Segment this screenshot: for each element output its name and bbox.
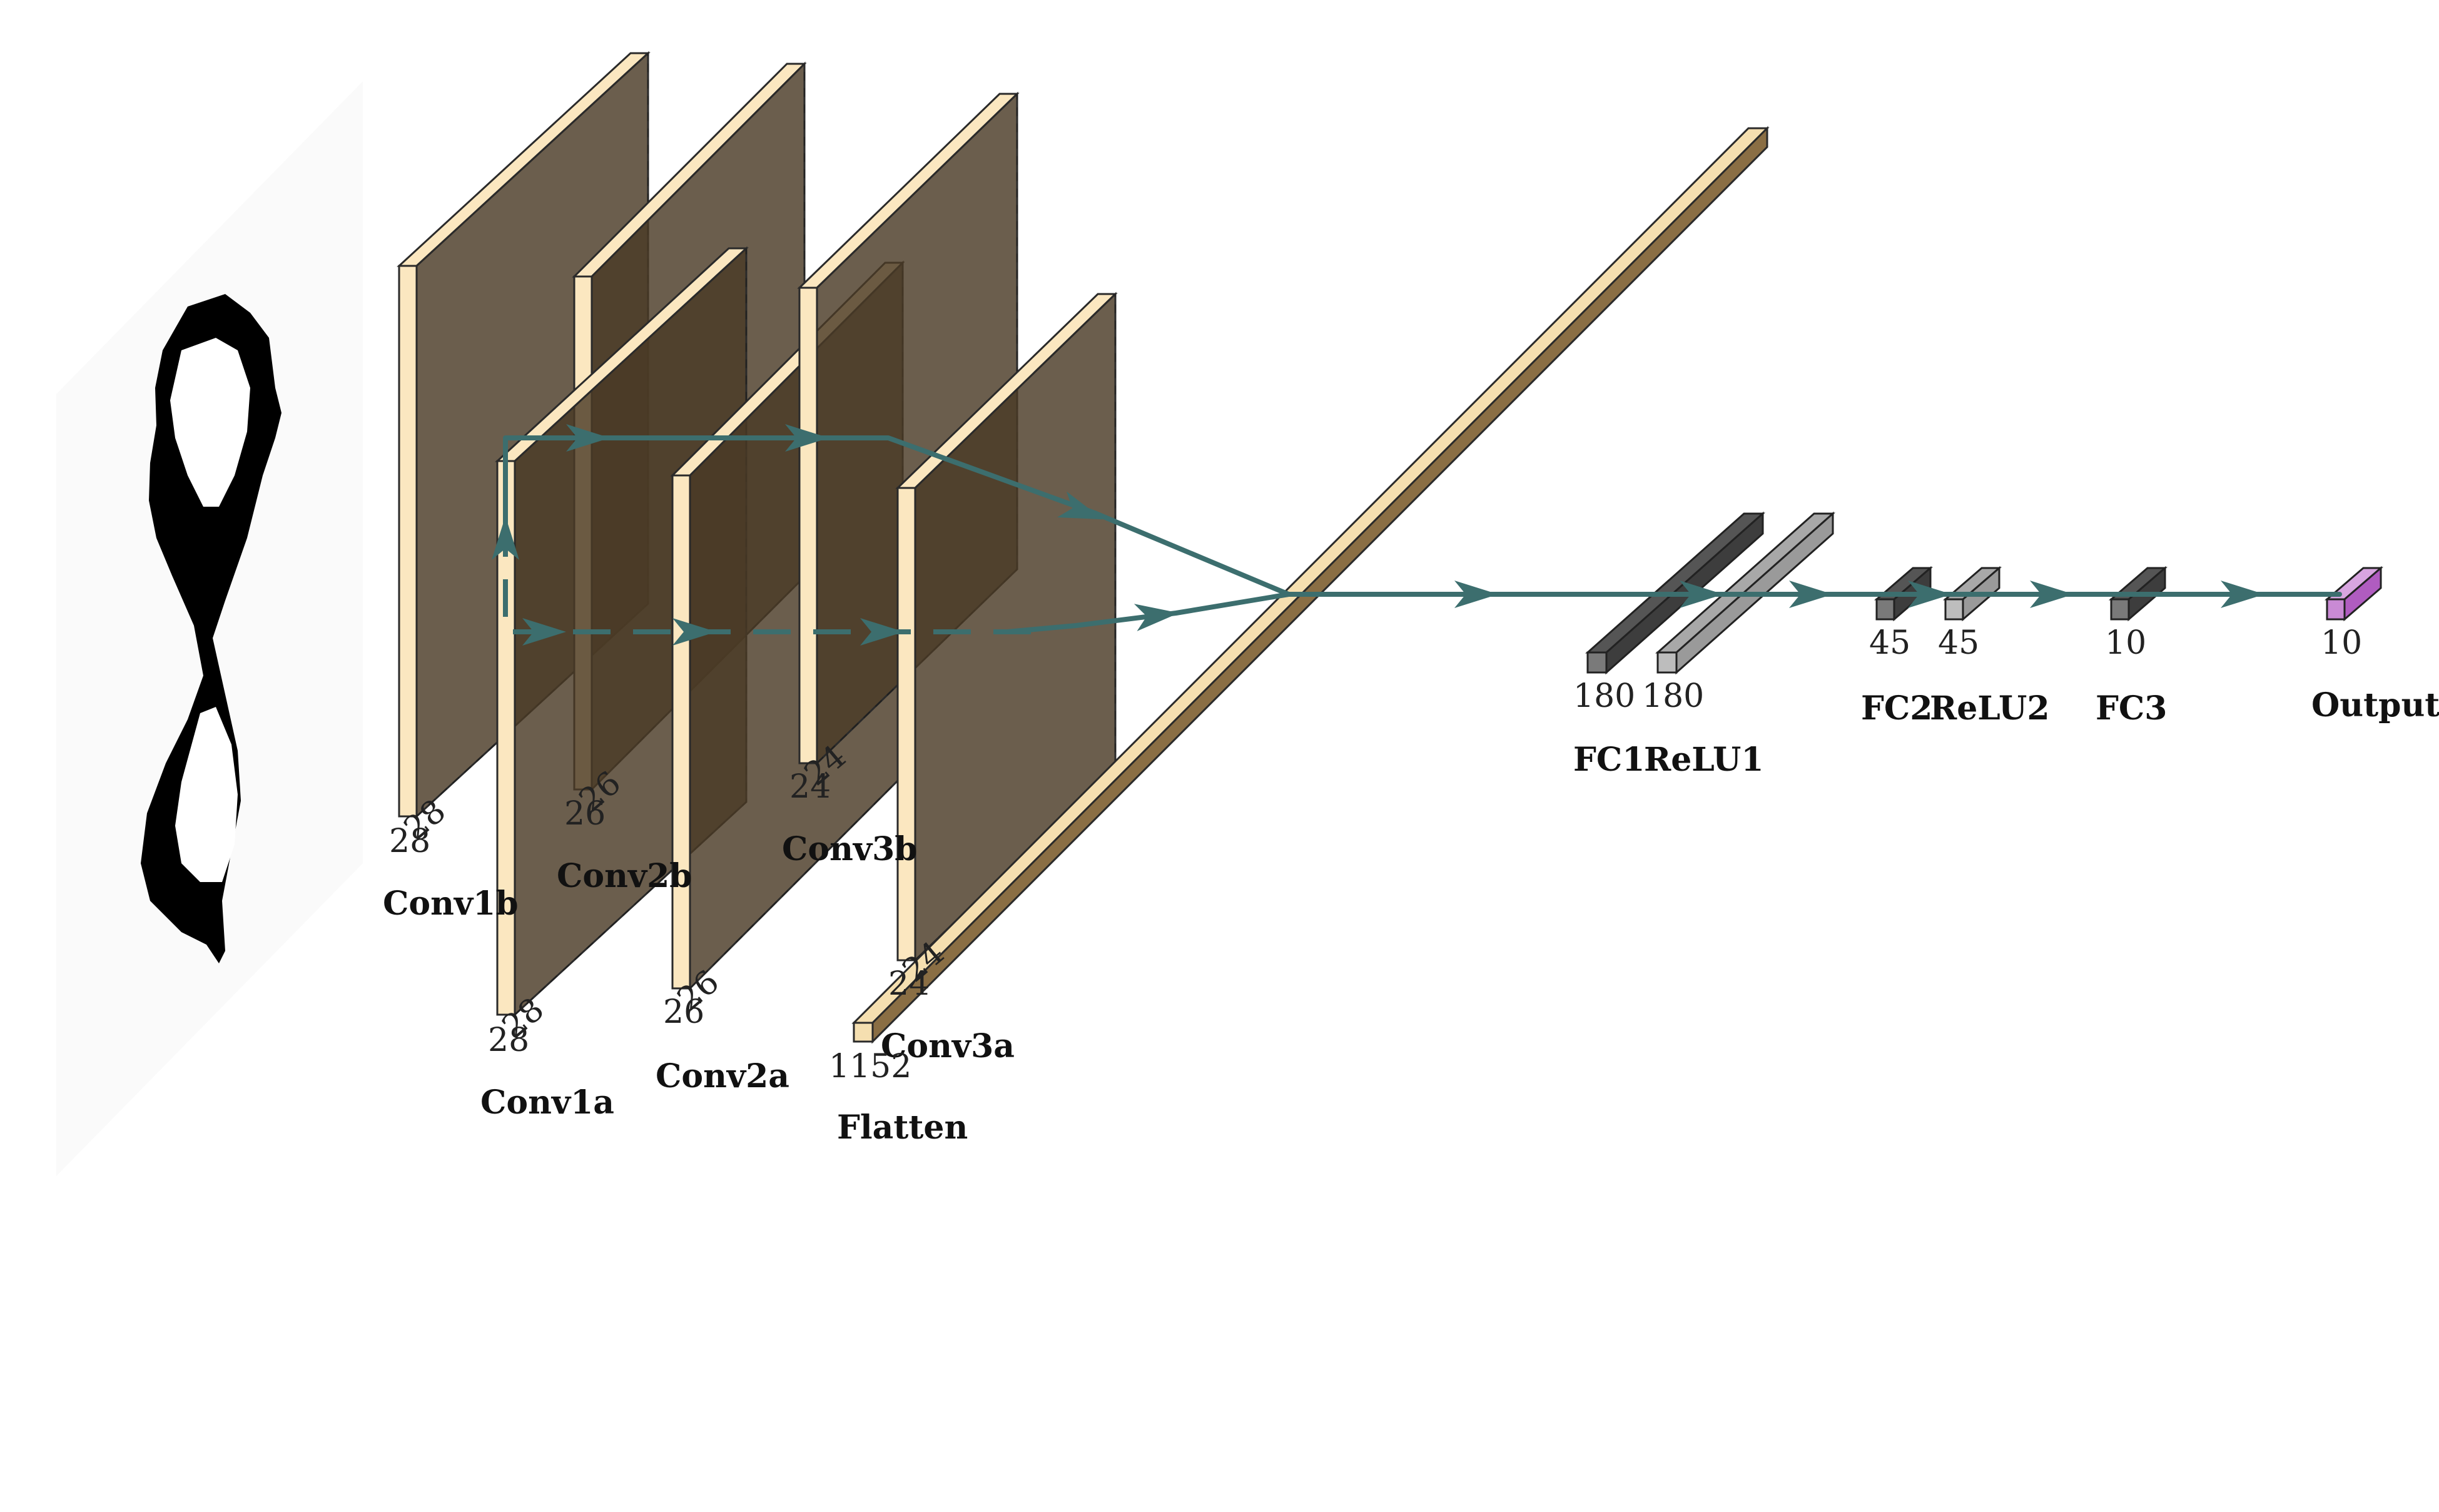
relu2-name-label: ReLU2 <box>1930 689 2050 728</box>
conv3a-dim-label: 24 <box>888 965 930 1003</box>
arrow-trunk-1 <box>1454 581 1498 608</box>
flatten-name-label: Flatten <box>837 1109 968 1147</box>
relu2-dim-label: 45 <box>1938 624 1979 662</box>
fc3-name-label: FC3 <box>2096 689 2168 728</box>
fc2-name-label: FC2 <box>1861 689 1933 728</box>
conv2b-dim-label: 26 <box>564 795 606 833</box>
conv3b-name-label: Conv3b <box>782 830 918 868</box>
relu1-name-label: ReLU1 <box>1644 741 1764 779</box>
arrow-trunk-4 <box>1908 581 1952 608</box>
conv2a-dim-label: 26 <box>663 993 704 1031</box>
flatten-layer <box>851 126 1770 1044</box>
conv1b-name-label: Conv1b <box>383 885 519 923</box>
arrow-lower-3 <box>860 618 904 646</box>
output-name-label: Output <box>2311 686 2439 724</box>
arrow-upper-2 <box>785 424 829 452</box>
arrow-trunk-3 <box>1789 581 1833 608</box>
fc1-dim-label: 180 <box>1573 677 1635 715</box>
output-dim-label: 10 <box>2321 624 2362 662</box>
fc1-name-label: FC1 <box>1573 741 1645 779</box>
relu1-dim-label: 180 <box>1642 677 1704 715</box>
conv3a-name-label: Conv3a <box>881 1027 1015 1065</box>
conv-layers <box>397 51 1118 1017</box>
fc2-dim-label: 45 <box>1869 624 1910 662</box>
arrow-trunk-2 <box>1680 581 1723 608</box>
layer-labels: 2828Conv1b2828Conv1a2626Conv2b2626Conv2a… <box>383 624 2439 1147</box>
arrow-trunk-5 <box>2030 581 2074 608</box>
arrow-upper-1 <box>566 424 610 452</box>
arrow-upper-3 <box>1057 491 1103 520</box>
conv2a-name-label: Conv2a <box>656 1057 789 1095</box>
flatten-slab <box>851 126 1770 1044</box>
conv1a-name-label: Conv1a <box>480 1083 614 1122</box>
arrow-lower-4 <box>1133 604 1179 632</box>
upper-branch-path <box>503 435 1291 597</box>
flatten-dim-label: 1152 <box>829 1048 911 1085</box>
arrow-lower-1 <box>522 618 566 646</box>
arrow-up <box>492 516 519 560</box>
arrow-lower-2 <box>672 618 716 646</box>
arrow-trunk-6 <box>2221 581 2264 608</box>
digit-eight-glyph <box>141 294 281 963</box>
conv1b-dim-label: 28 <box>389 823 430 860</box>
conv2b-name-label: Conv2b <box>557 857 692 895</box>
output-block <box>2324 566 2384 622</box>
lower-branch-merge <box>1005 592 1291 634</box>
conv1a-dim-label: 28 <box>488 1022 529 1059</box>
lower-branch-path <box>503 519 1038 634</box>
fc3-dim-label: 10 <box>2105 624 2146 662</box>
conv3b-dim-label: 24 <box>789 768 831 806</box>
conv3a-slab <box>895 292 1118 963</box>
flow-connections <box>492 424 2342 646</box>
input-image <box>56 81 363 1176</box>
